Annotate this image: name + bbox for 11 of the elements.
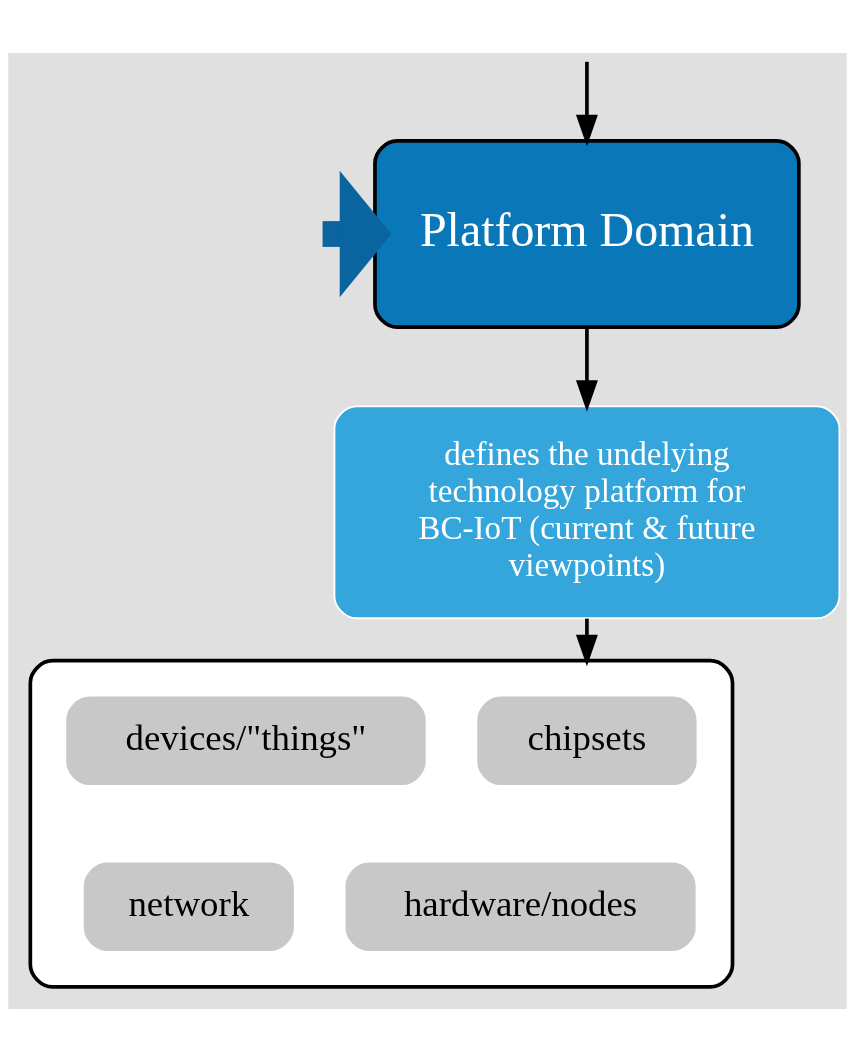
arrow bbox=[575, 326, 598, 412]
cluster bbox=[28, 658, 735, 989]
arrow bbox=[575, 61, 598, 146]
arrow bbox=[322, 170, 392, 297]
node-box: network bbox=[83, 862, 294, 951]
node-box: devices/"things" bbox=[66, 696, 426, 785]
node-box: hardware/nodes bbox=[345, 862, 696, 951]
node-box: Platform Domain bbox=[373, 138, 801, 329]
node-box: chipsets bbox=[477, 696, 697, 785]
arrow bbox=[575, 618, 598, 666]
node-box: defines the undelying technology platform for BC-IoT (current & future viewpoints) bbox=[333, 404, 841, 619]
